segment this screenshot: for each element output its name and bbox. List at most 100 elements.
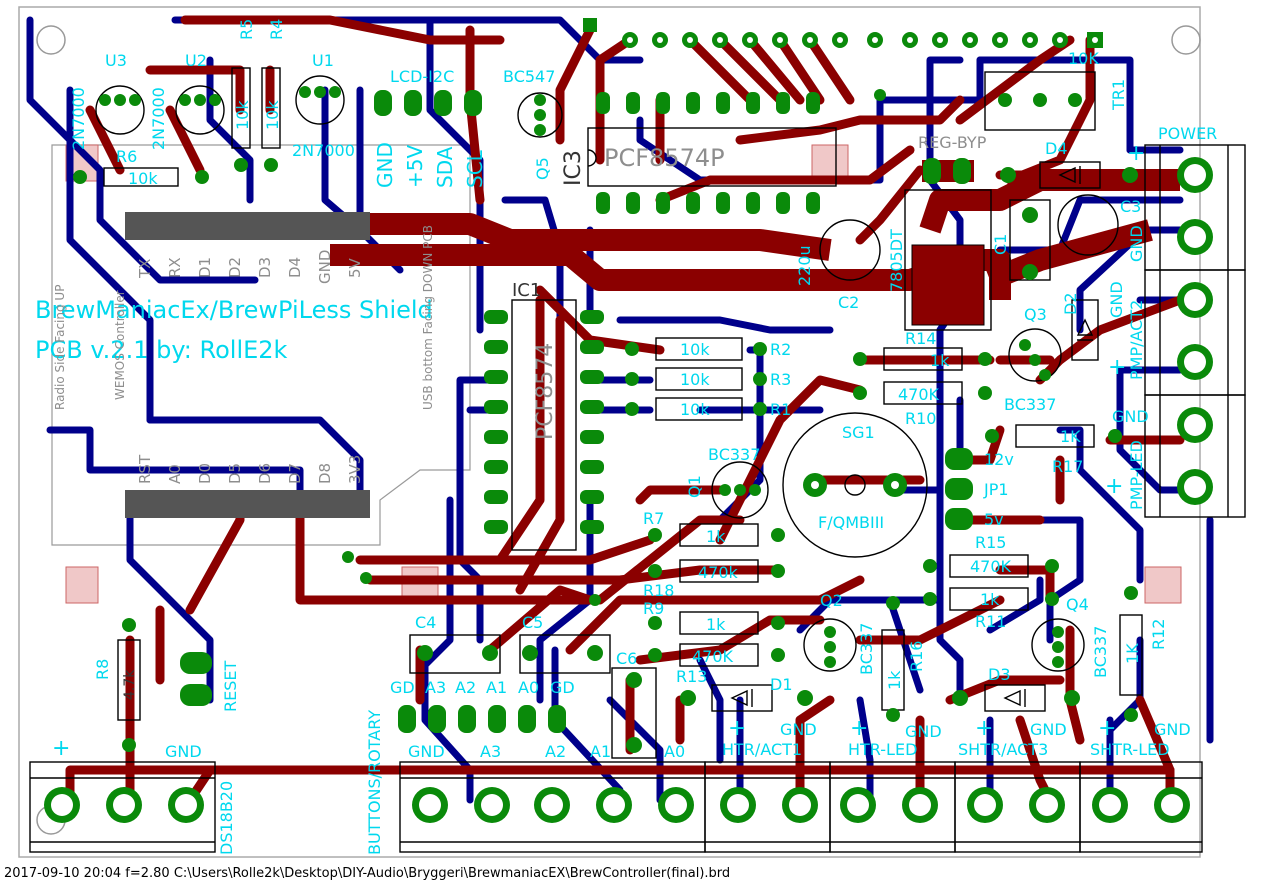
label-r5-val: 10k bbox=[233, 100, 252, 130]
label-r5: R5 bbox=[237, 19, 256, 40]
label-r18-val: 470k bbox=[698, 563, 739, 582]
label-q5: Q5 bbox=[533, 157, 552, 180]
label-u2-type: 2N7000 bbox=[149, 87, 168, 150]
power-gnd: GND bbox=[1127, 225, 1146, 262]
label-lcd-gnd: GND bbox=[373, 142, 397, 188]
label-bc337-q1: BC337 bbox=[708, 445, 760, 464]
label-r8-val: 4.7k bbox=[122, 669, 138, 700]
wemos-pin-gnd: GND bbox=[316, 250, 334, 284]
label-q4: Q4 bbox=[1066, 595, 1089, 614]
label-r3: R3 bbox=[770, 370, 791, 389]
wemos-pin-a0: A0 bbox=[166, 464, 184, 484]
label-r12: R12 bbox=[1149, 619, 1168, 650]
label-ic1: IC1 bbox=[512, 280, 541, 301]
capacitors bbox=[409, 194, 1119, 759]
label-c5: C5 bbox=[522, 613, 543, 632]
bottom-terminal-labels: + GND DS18B20 GND A3 A2 A1 A0 + GND HTR/… bbox=[52, 716, 1191, 855]
jumper-jp1 bbox=[923, 158, 973, 530]
htr-label: HTR/ACT1 bbox=[722, 740, 802, 759]
wemos-pin-d5: D5 bbox=[226, 463, 244, 484]
ic1-pcf8574 bbox=[511, 299, 577, 551]
label-r9-val: 1k bbox=[706, 615, 726, 634]
label-c2: C2 bbox=[838, 293, 859, 312]
label-r10: R10 bbox=[905, 409, 936, 428]
wemos-pin-d2: D2 bbox=[226, 257, 244, 278]
transistors-u bbox=[95, 75, 1085, 672]
shtrled-plus: + bbox=[1098, 716, 1116, 741]
label-r15: R15 bbox=[975, 533, 1006, 552]
ds-gnd: GND bbox=[165, 742, 202, 761]
transistor-pads bbox=[99, 86, 1064, 668]
btn-hdr-gd1: GD bbox=[390, 678, 415, 697]
btn-hdr-a1: A1 bbox=[486, 678, 507, 697]
label-r6-val: 10k bbox=[128, 169, 158, 188]
wemos-pin-rst: RST bbox=[136, 454, 154, 484]
status-bar: 2017-09-10 20:04 f=2.80 C:\Users\Rolle2k… bbox=[4, 866, 731, 881]
label-tr1: TR1 bbox=[1109, 79, 1128, 111]
title-line2: PCB v.2.1 by: RollE2k bbox=[35, 336, 288, 364]
label-wemos: WEMOS Controller bbox=[113, 290, 127, 400]
buttons-header-labels: GD A3 A2 A1 A0 GD BUTTONS/ROTARY bbox=[365, 678, 575, 855]
label-bc337-q3: BC337 bbox=[1004, 395, 1056, 414]
label-r18: R18 bbox=[643, 581, 674, 600]
label-u3: U3 bbox=[105, 51, 127, 70]
pmpled-plus: + bbox=[1105, 474, 1123, 499]
right-terminal-blocks bbox=[1144, 144, 1246, 518]
label-u1: U1 bbox=[312, 51, 334, 70]
b-a2: A2 bbox=[545, 742, 566, 761]
ic1-pads bbox=[484, 310, 604, 534]
label-lcd-sda: SDA bbox=[433, 146, 457, 188]
label-q2: Q2 bbox=[820, 591, 843, 610]
label-ic3: IC3 bbox=[561, 150, 586, 186]
label-ic1-type: PCF8574 bbox=[533, 343, 558, 440]
wemos-pin-5v: 5V bbox=[346, 257, 364, 278]
shtr-label: SHTR/ACT3 bbox=[958, 740, 1048, 759]
resistor-pads bbox=[73, 89, 1138, 752]
label-r14-val: 1k bbox=[930, 351, 950, 370]
wemos-pin-labels: TX RX D1 D2 D3 D4 GND 5V RST A0 D0 D5 D6… bbox=[136, 250, 364, 484]
lcd-i2c-header bbox=[374, 90, 482, 116]
label-jp1: JP1 bbox=[983, 480, 1009, 499]
htrled-plus: + bbox=[850, 716, 868, 741]
htr-plus: + bbox=[728, 716, 746, 741]
label-reg: 7805DT bbox=[887, 229, 906, 292]
ic3-pcf8574p bbox=[587, 127, 837, 187]
label-d4: D4 bbox=[1045, 139, 1068, 158]
wemos-pin-d6: D6 bbox=[256, 463, 274, 484]
label-c6: C6 bbox=[616, 649, 637, 668]
label-r15-val: 470K bbox=[970, 557, 1012, 576]
label-r7-val: 1k bbox=[706, 527, 726, 546]
label-bc337-q4: BC337 bbox=[1091, 626, 1110, 678]
label-r12-val: 1K bbox=[1123, 643, 1142, 664]
wemos-pin-rx: RX bbox=[166, 257, 184, 278]
bottom-terminal-blocks bbox=[29, 761, 1203, 853]
ds-plus: + bbox=[52, 736, 70, 761]
label-lcd-5v: +5V bbox=[403, 145, 427, 188]
label-r16: R16 bbox=[907, 641, 926, 672]
label-pcf8574p: PCF8574P bbox=[604, 144, 725, 172]
label-usb: USB bottom Facing DOWN PCB bbox=[421, 225, 435, 410]
label-12v: 12v bbox=[984, 450, 1014, 469]
label-r13-val: 470K bbox=[692, 647, 734, 666]
label-r11-val: 1k bbox=[980, 590, 1000, 609]
shtr-gnd: GND bbox=[1030, 720, 1067, 739]
label-u3-type: 2N7000 bbox=[69, 87, 88, 150]
wemos-pin-d8: D8 bbox=[316, 463, 334, 484]
wemos-header-bottom bbox=[125, 490, 370, 518]
pmp-plus: + bbox=[1108, 355, 1126, 380]
btn-hdr-gd2: GD bbox=[550, 678, 575, 697]
label-reg-byp: REG-BYP bbox=[918, 133, 987, 152]
ic3-pads bbox=[596, 92, 820, 214]
label-r1: R1 bbox=[770, 400, 791, 419]
label-r1-val: 10k bbox=[680, 400, 710, 419]
label-r14: R14 bbox=[905, 329, 936, 348]
btn-hdr-a0: A0 bbox=[518, 678, 539, 697]
pmpled-label: PMP-LED bbox=[1127, 440, 1146, 510]
trimpot-tr1 bbox=[984, 71, 1096, 131]
diodes bbox=[680, 161, 1138, 712]
label-sg1: SG1 bbox=[842, 423, 875, 442]
wemos-pin-d7: D7 bbox=[286, 463, 304, 484]
shtrled-label: SHTR-LED bbox=[1090, 740, 1170, 759]
btn-hdr-a3: A3 bbox=[425, 678, 446, 697]
